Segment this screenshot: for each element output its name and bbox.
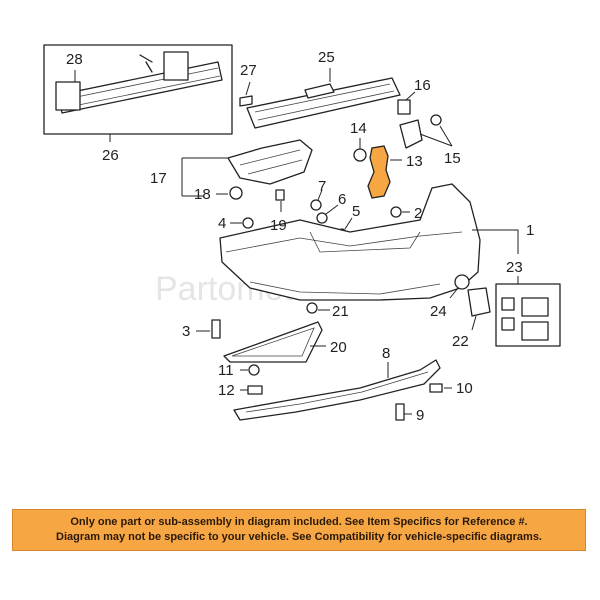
bumper-reinforcement <box>57 61 223 114</box>
reinforcement-bracket-left <box>55 81 81 111</box>
lower-spoiler-8 <box>233 359 441 421</box>
nut-18 <box>229 186 243 200</box>
callout-19: 19 <box>270 217 287 234</box>
clip-14 <box>353 148 367 162</box>
sensor-box-23 <box>495 283 561 347</box>
side-retainer-17 <box>227 139 313 185</box>
rear-reinforcement-bar <box>246 77 401 129</box>
reinforcement-bolt <box>139 54 153 73</box>
callout-10: 10 <box>456 380 473 397</box>
callout-28: 28 <box>66 51 83 68</box>
disclaimer-banner: Only one part or sub-assembly in diagram… <box>12 509 586 551</box>
callout-9: 9 <box>416 407 424 424</box>
lower-spoiler-body <box>233 359 441 421</box>
callout-14: 14 <box>350 120 367 137</box>
clip-16 <box>397 99 411 115</box>
lower-spoiler-line <box>245 371 429 413</box>
reinforcement-bar-25 <box>246 77 401 129</box>
reinforcement-detail <box>61 67 221 109</box>
disclaimer-line-1: Only one part or sub-assembly in diagram… <box>70 516 528 528</box>
clip-2 <box>390 206 402 218</box>
screw-11 <box>248 364 260 376</box>
callout-6: 6 <box>338 191 346 208</box>
side-bracket-15 <box>399 119 423 149</box>
clip-27 <box>239 95 253 107</box>
bumper-reinforcement-group <box>43 44 233 135</box>
callout-8: 8 <box>382 345 390 362</box>
side-retainer-detail <box>239 149 303 175</box>
clip-3 <box>211 319 221 339</box>
clip-19 <box>275 189 285 201</box>
callout-1: 1 <box>526 222 534 239</box>
sensor-24 <box>454 274 470 290</box>
clip-12 <box>247 385 263 395</box>
clip-21 <box>306 302 318 314</box>
callout-12: 12 <box>218 382 235 399</box>
reinforcement-bar-center <box>304 83 335 99</box>
callout-20: 20 <box>330 339 347 356</box>
bumper-cover-lines <box>225 231 463 295</box>
screw-7 <box>310 199 322 211</box>
callout-18: 18 <box>194 186 211 203</box>
callout-2: 2 <box>414 205 422 222</box>
clip-4 <box>242 217 254 229</box>
callout-25: 25 <box>318 49 335 66</box>
callout-16: 16 <box>414 77 431 94</box>
reinforcement-bracket-right <box>163 51 189 81</box>
sensor-23c <box>521 297 549 317</box>
sensor-23b <box>501 317 515 331</box>
bolt-15 <box>430 114 442 126</box>
reinforcement-box <box>43 44 233 135</box>
callout-22: 22 <box>452 333 469 350</box>
callout-17: 17 <box>150 170 167 187</box>
screw-6 <box>316 212 328 224</box>
side-retainer-body <box>227 139 313 185</box>
callout-7: 7 <box>318 178 326 195</box>
bumper-cover-1 <box>219 183 481 301</box>
callout-24: 24 <box>430 303 447 320</box>
bracket-22 <box>467 287 491 317</box>
callout-27: 27 <box>240 62 257 79</box>
callout-11: 11 <box>218 362 234 379</box>
reinforcement-bar-detail <box>254 83 395 121</box>
callout-15: 15 <box>444 150 461 167</box>
callout-21: 21 <box>332 303 349 320</box>
callout-13: 13 <box>406 153 423 170</box>
reflector-inner <box>231 327 315 357</box>
disclaimer-line-2: Diagram may not be specific to your vehi… <box>56 531 542 543</box>
sensor-23a <box>501 297 515 311</box>
bumper-cover-body <box>219 183 481 301</box>
callout-4: 4 <box>218 215 226 232</box>
clip-9 <box>395 403 405 421</box>
highlighted-part-13 <box>367 145 391 199</box>
sensor-23d <box>521 321 549 341</box>
callout-23: 23 <box>506 259 523 276</box>
callout-26: 26 <box>102 147 119 164</box>
callout-5: 5 <box>352 203 360 220</box>
clip-10 <box>429 383 443 393</box>
bumper-cover-license-recess <box>309 231 421 253</box>
callout-3: 3 <box>182 323 190 340</box>
